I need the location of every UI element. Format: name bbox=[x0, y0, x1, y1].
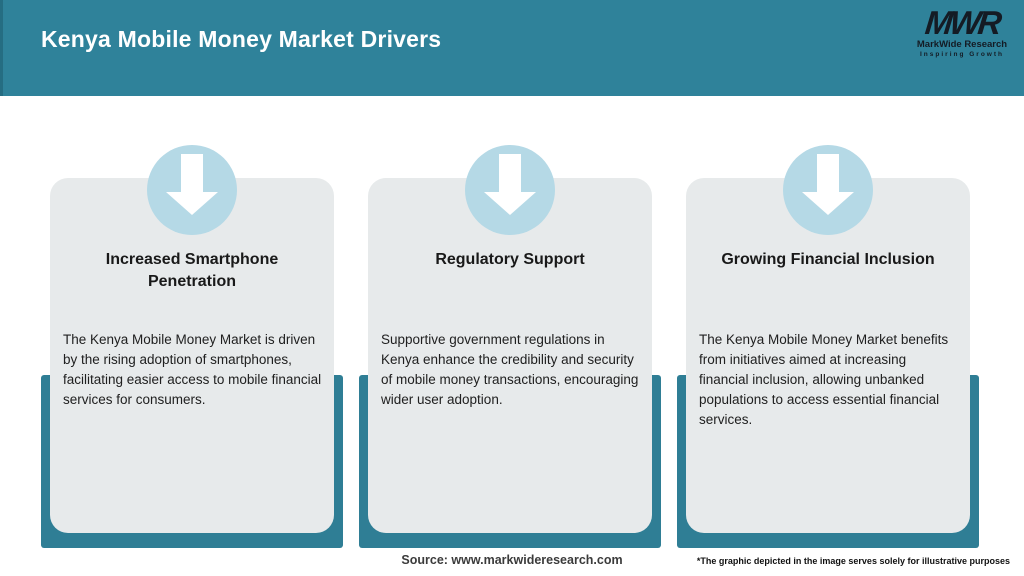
card-panel: Increased Smartphone Penetration The Ken… bbox=[50, 178, 334, 533]
card-description: Supportive government regulations in Ken… bbox=[381, 332, 639, 407]
card-title: Regulatory Support bbox=[435, 251, 585, 268]
card-panel: Regulatory Support Supportive government… bbox=[368, 178, 652, 533]
card-description: The Kenya Mobile Money Market benefits f… bbox=[699, 332, 949, 427]
logo-name: MarkWide Research bbox=[916, 39, 1008, 50]
down-arrow-icon bbox=[783, 145, 873, 235]
header-bar: Kenya Mobile Money Market Drivers MWR Ma… bbox=[0, 0, 1024, 96]
page-title: Kenya Mobile Money Market Drivers bbox=[41, 26, 442, 52]
driver-card-growing-financial-inclusion: Growing Financial Inclusion The Kenya Mo… bbox=[677, 145, 979, 548]
source-attribution: Source: www.markwideresearch.com bbox=[401, 553, 623, 567]
card-description: The Kenya Mobile Money Market is driven … bbox=[63, 332, 322, 407]
markwide-research-logo: MWR MarkWide Research Inspiring Growth bbox=[912, 4, 1012, 58]
card-title: Growing Financial Inclusion bbox=[721, 251, 935, 268]
card-title: Increased Smartphone Penetration bbox=[105, 251, 279, 290]
driver-card-increased-smartphone-penetration: Increased Smartphone Penetration The Ken… bbox=[41, 145, 343, 548]
down-arrow-icon bbox=[465, 145, 555, 235]
logo-mwr-icon: MWR bbox=[923, 4, 1001, 41]
logo-tagline: Inspiring Growth bbox=[920, 51, 1004, 58]
driver-card-regulatory-support: Regulatory Support Supportive government… bbox=[359, 145, 661, 548]
card-panel: Growing Financial Inclusion The Kenya Mo… bbox=[686, 178, 970, 533]
disclaimer-note: *The graphic depicted in the image serve… bbox=[696, 556, 1010, 566]
down-arrow-icon bbox=[147, 145, 237, 235]
